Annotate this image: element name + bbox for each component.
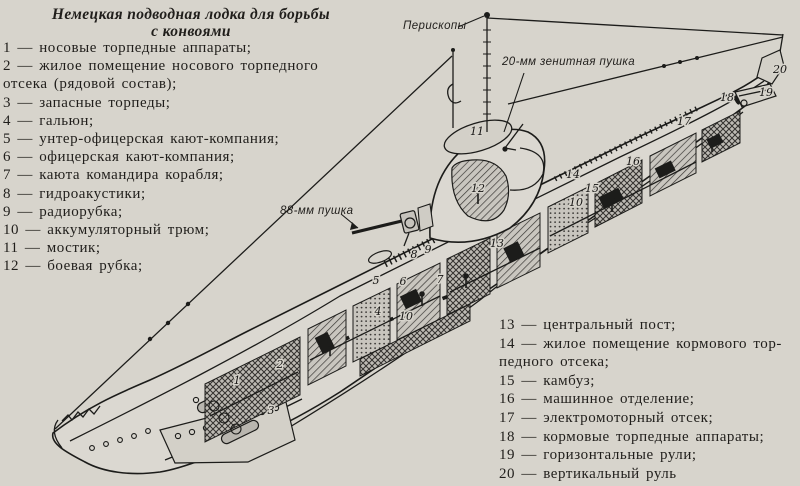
periscopes-label: Перископы xyxy=(403,20,467,32)
conning-tower xyxy=(429,12,546,243)
legend-item: 12 — боевая рубка; xyxy=(3,258,143,275)
legend-item: 17 — электромоторный отсек; xyxy=(499,409,714,426)
callout-number: 3 xyxy=(268,404,275,417)
compartment-details xyxy=(208,133,724,435)
legend-item: 11 — мостик; xyxy=(3,240,101,257)
legend-item: 15 — камбуз; xyxy=(499,372,595,389)
callout-number: 12 xyxy=(471,182,485,195)
callout-number: 9 xyxy=(425,243,432,256)
callout-number: 7 xyxy=(437,273,444,286)
callout-number: 17 xyxy=(677,115,691,128)
callout-numbers: 1 2 3 4 5 6 7 8 9 10 11 12 13 14 15 16 1… xyxy=(232,62,789,419)
legend-left: 1 — носовые торпедные аппараты; 2 — жило… xyxy=(3,39,335,276)
callout-number: 2 xyxy=(276,358,284,371)
callout-number: 13 xyxy=(490,237,504,250)
deck-gun-label: 88-мм пушка xyxy=(280,205,354,217)
legend-item: 14 — жилое помещение кормового тор­педно… xyxy=(499,335,782,371)
legend-item: 8 — гидроакустики; xyxy=(3,185,146,202)
legend-item: 13 — центральный пост; xyxy=(499,317,676,333)
figure-title-line2: с конвоями xyxy=(151,23,231,40)
figure-title-line1: Немецкая подводная лодка для борьбы xyxy=(51,6,331,23)
legend-item: 19 — горизонтальные рули; xyxy=(499,447,697,464)
callout-number: 10 xyxy=(569,196,583,209)
callout-number: 14 xyxy=(566,168,580,181)
legend-right: 13 — центральный пост; 14 — жилое помеще… xyxy=(499,316,788,483)
legend-item: 3 — запасные торпеды; xyxy=(3,94,171,111)
label-leader-lines xyxy=(340,15,525,230)
legend-item: 4 — гальюн; xyxy=(3,112,94,129)
deck-gun-88mm xyxy=(351,203,434,264)
callout-number: 4 xyxy=(374,305,382,318)
legend-item: 10 — аккумуляторный трюм; xyxy=(3,222,210,239)
aa-gun-label: 20-мм зенитная пушка xyxy=(502,56,636,68)
callout-number: 18 xyxy=(720,91,734,104)
callout-number: 5 xyxy=(373,274,380,287)
legend-item: 9 — радиорубка; xyxy=(3,203,123,220)
callout-number: 6 xyxy=(400,275,407,288)
callout-number: 10 xyxy=(399,310,413,323)
legend-item: 1 — носовые торпедные аппараты; xyxy=(3,40,252,56)
callout-number: 11 xyxy=(470,125,484,138)
legend-item: 7 — каюта командира корабля; xyxy=(3,167,224,184)
callout-number: 15 xyxy=(585,182,599,195)
legend-item: 16 — машинное отделение; xyxy=(499,391,695,408)
stern-details xyxy=(734,49,785,108)
legend-item: 6 — офицерская кают-компания; xyxy=(3,149,235,166)
figure-title: Немецкая подводная лодка для борьбы с ко… xyxy=(8,6,374,40)
callout-number: 20 xyxy=(772,63,787,76)
antenna-cables xyxy=(54,17,784,430)
callout-number: 1 xyxy=(234,374,241,387)
legend-item: 20 — вертикальный руль xyxy=(499,465,677,482)
legend-item: 2 — жилое помещение носового торпедного … xyxy=(3,58,319,93)
callout-number: 8 xyxy=(411,248,418,261)
callout-number: 19 xyxy=(759,86,773,99)
callout-number: 16 xyxy=(626,155,640,168)
legend-item: 5 — унтер-офицерская кают-компания; xyxy=(3,131,280,148)
legend-item: 18 — кормовые торпедные аппараты; xyxy=(499,428,765,445)
